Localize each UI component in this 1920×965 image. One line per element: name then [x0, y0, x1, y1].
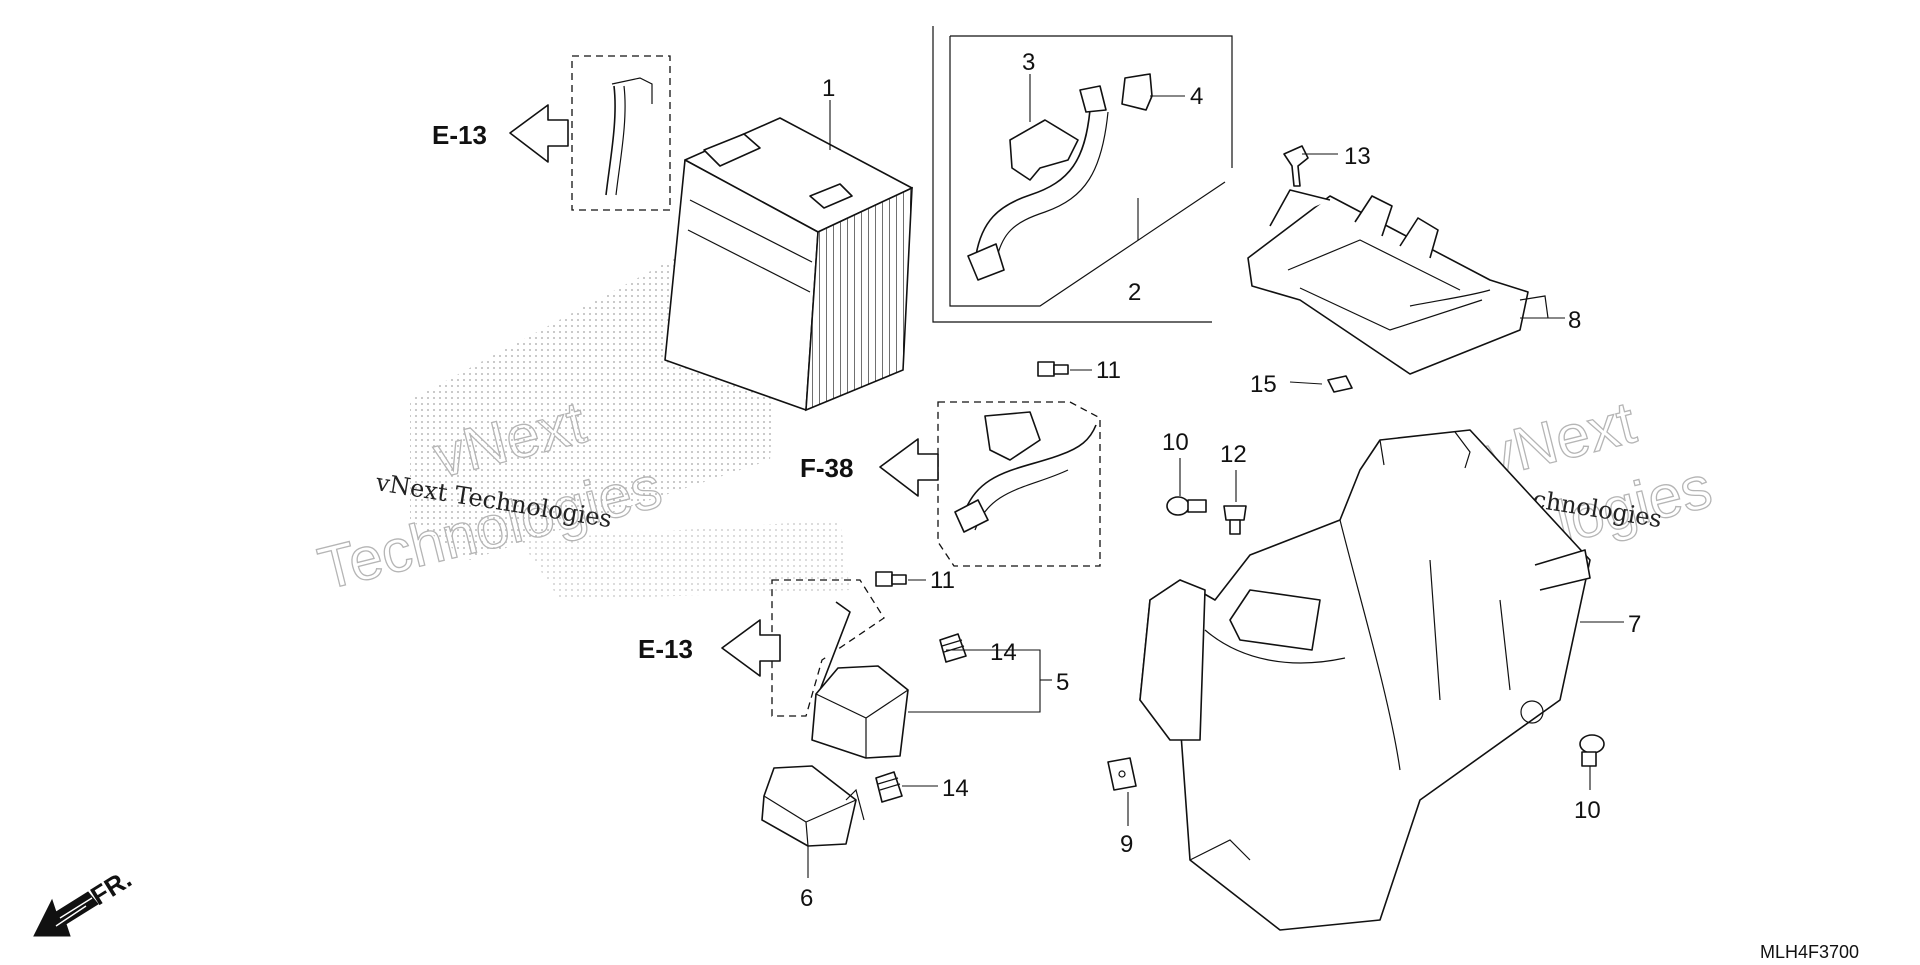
clip-part-13 — [1283, 145, 1309, 187]
terminal-cover-part-3 — [1009, 119, 1079, 181]
dashed-box-e13-top — [571, 55, 671, 211]
callout-9[interactable]: 9 — [1120, 831, 1133, 858]
callout-11-bottom[interactable]: 11 — [930, 567, 955, 594]
dashed-box-e13-bottom — [771, 579, 885, 717]
callout-10-right[interactable]: 10 — [1574, 797, 1601, 824]
diagram-code: MLH4F3700 — [1760, 942, 1859, 960]
callout-7[interactable]: 7 — [1628, 611, 1641, 638]
front-direction-arrow-icon — [33, 891, 99, 937]
terminal-clamp-part-4 — [1121, 73, 1153, 111]
hollow-arrow-left-icon — [509, 104, 569, 163]
relay-part-5 — [811, 665, 909, 759]
relay-part-6 — [761, 765, 865, 847]
e13-top-group: E-13 — [432, 55, 671, 211]
f38-group: F-38 — [800, 401, 1101, 567]
battery-part-1 — [664, 117, 913, 412]
bolt-part-11-bottom — [875, 571, 907, 587]
callout-2[interactable]: 2 — [1128, 279, 1141, 306]
callout-14-bottom[interactable]: 14 — [942, 775, 969, 802]
callout-15[interactable]: 15 — [1250, 371, 1277, 398]
battery-box-part-7 — [1139, 429, 1591, 931]
bolt-part-11-top — [1037, 361, 1069, 377]
callout-5[interactable]: 5 — [1056, 669, 1069, 696]
fuse-part-14-top — [939, 633, 967, 663]
callout-11-top[interactable]: 11 — [1096, 357, 1121, 384]
callout-4[interactable]: 4 — [1190, 83, 1203, 110]
fuse-part-15 — [1327, 375, 1353, 393]
callout-14-top[interactable]: 14 — [990, 639, 1017, 666]
nut-part-9 — [1107, 757, 1137, 791]
callout-12[interactable]: 12 — [1220, 441, 1247, 468]
screw-part-10-right — [1579, 734, 1605, 767]
battery-tray-part-8 — [1247, 189, 1549, 375]
battery-terminal-negative — [809, 183, 853, 209]
hollow-arrow-left-icon — [721, 619, 781, 677]
e13-bottom-group: E-13 — [638, 579, 885, 717]
callout-10-left[interactable]: 10 — [1162, 429, 1189, 456]
callout-1[interactable]: 1 — [822, 75, 835, 102]
hollow-arrow-left-icon — [879, 438, 939, 497]
callout-3[interactable]: 3 — [1022, 49, 1035, 76]
dashed-box-f38 — [937, 401, 1101, 567]
callout-6[interactable]: 6 — [800, 885, 813, 912]
callout-8[interactable]: 8 — [1568, 307, 1581, 334]
cable-kit-part-2 — [932, 26, 1233, 323]
ref-f38[interactable]: F-38 — [800, 453, 853, 483]
fuse-part-14-bottom — [875, 771, 903, 803]
screw-part-10-left — [1166, 496, 1207, 516]
screw-part-12 — [1223, 505, 1247, 535]
callout-13[interactable]: 13 — [1344, 143, 1371, 170]
battery-terminal-positive — [703, 133, 761, 167]
ref-e13-top[interactable]: E-13 — [432, 120, 487, 150]
ref-e13-bottom[interactable]: E-13 — [638, 634, 693, 664]
